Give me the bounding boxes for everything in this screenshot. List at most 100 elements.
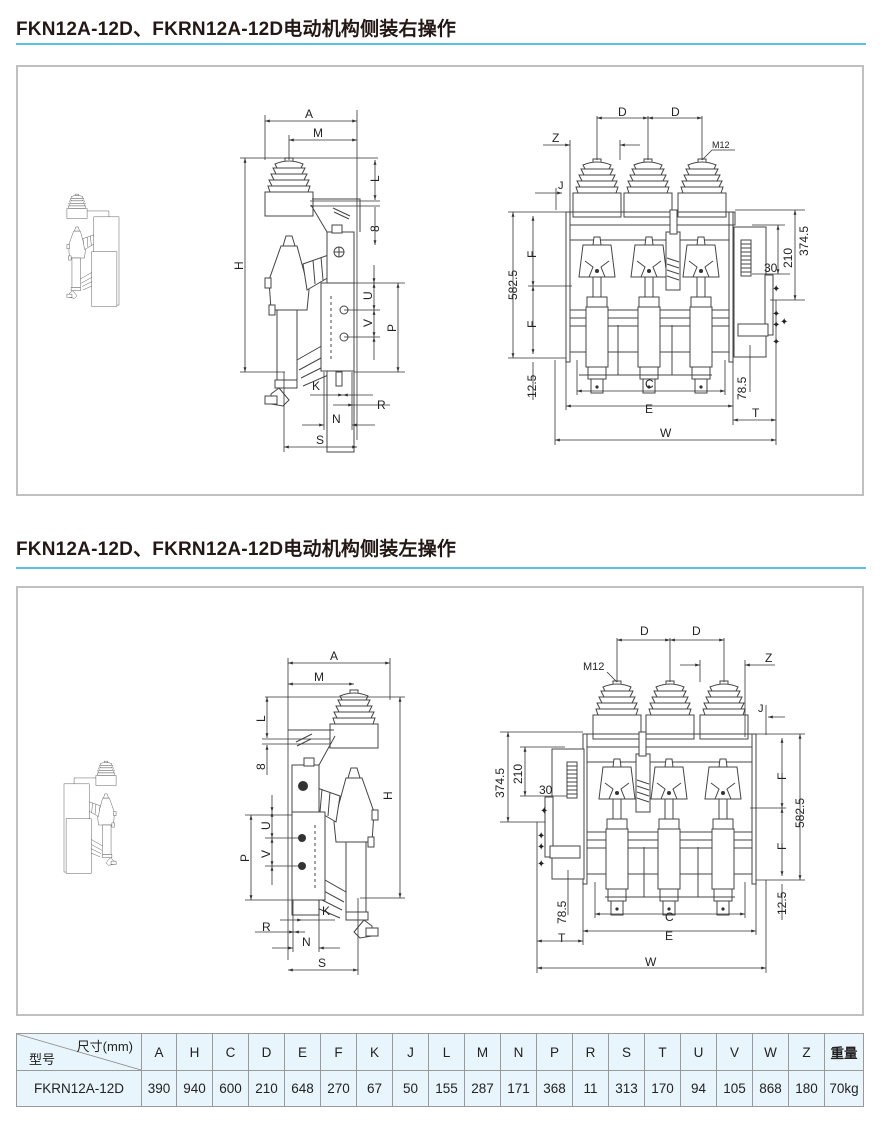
front-view-right: ✦✦✦✦✦ D D Z M12 J 582.5 F F 12.5 374. (506, 105, 811, 445)
value-cell: 155 (428, 1070, 465, 1107)
dimension-label: V (259, 850, 273, 858)
dimension-label: M (313, 126, 323, 140)
svg-text:✦: ✦ (537, 859, 545, 870)
dimension-label: T (752, 406, 760, 420)
column-header: T (644, 1033, 681, 1071)
side-view-left: A M H L 8 U V P K R N (238, 649, 405, 975)
dimension-label: 374.5 (493, 768, 507, 798)
dimension-label: L (254, 715, 268, 722)
table-corner-cell: 尺寸(mm) 型号 (16, 1033, 142, 1071)
column-header: W (752, 1033, 789, 1071)
column-header: K (356, 1033, 393, 1071)
dimension-label: A (330, 649, 338, 663)
dimension-label: F (525, 321, 539, 328)
dimension-label: R (262, 920, 271, 934)
value-cell: 50 (392, 1070, 429, 1107)
dimension-label: E (645, 402, 653, 416)
dimension-label: 12.5 (525, 374, 539, 398)
column-header: S (608, 1033, 645, 1071)
dimension-label: D (618, 105, 627, 119)
value-cell: 390 (141, 1070, 177, 1107)
dimension-label: M12 (712, 140, 730, 150)
column-header: M (464, 1033, 501, 1071)
dimension-label: C (645, 377, 654, 391)
dimension-label: E (665, 929, 673, 943)
dimension-label: D (692, 624, 701, 638)
dimension-label: P (238, 854, 252, 862)
model-label: 型号 (29, 1052, 56, 1067)
column-header: D (248, 1033, 285, 1071)
section-divider (16, 43, 866, 45)
column-header-weight: 重量 (824, 1033, 864, 1071)
dimension-label: N (302, 935, 311, 949)
svg-text:✦: ✦ (537, 842, 545, 853)
dimension-label: S (316, 433, 324, 447)
value-cell: 940 (176, 1070, 213, 1107)
value-cell: 270 (320, 1070, 357, 1107)
weight-cell: 70kg (824, 1070, 864, 1107)
dimension-label: J (558, 180, 564, 192)
dimension-label: D (640, 624, 649, 638)
svg-text:✦: ✦ (537, 831, 545, 842)
dimension-label: F (775, 843, 789, 850)
dimension-label: Z (552, 131, 559, 145)
dimension-label: 30 (764, 261, 778, 275)
dimension-label: D (671, 105, 680, 119)
value-cell: 600 (212, 1070, 249, 1107)
dimension-label: M (314, 670, 324, 684)
dimension-label: 582.5 (793, 798, 807, 828)
section-divider (16, 567, 866, 569)
dimension-label: V (361, 319, 375, 327)
value-cell: 94 (680, 1070, 717, 1107)
value-cell: 11 (572, 1070, 609, 1107)
dimension-label: 210 (781, 248, 795, 268)
section-title-left: FKN12A-12D、FKRN12A-12D电动机构侧装左操作 (16, 539, 457, 560)
dimension-label: W (660, 426, 672, 440)
column-header: Z (788, 1033, 825, 1071)
column-header: R (572, 1033, 609, 1071)
table-header-row: 尺寸(mm) 型号 A H C D E F K J L M N P R S T … (16, 1033, 864, 1071)
dimension-label: T (558, 931, 566, 945)
dimension-label: 8 (368, 225, 382, 232)
column-header: E (284, 1033, 321, 1071)
value-cell: 105 (716, 1070, 753, 1107)
dimension-label: 78.5 (555, 900, 569, 924)
dimension-label: U (259, 821, 273, 830)
dimension-label: S (318, 956, 326, 970)
dimension-label: U (361, 291, 375, 300)
front-view-left: ✦✦✦✦ D D Z M12 J 582.5 F F 12.5 374.5 (493, 624, 807, 973)
column-header: P (536, 1033, 573, 1071)
column-header: U (680, 1033, 717, 1071)
column-header: J (392, 1033, 429, 1071)
dimension-label: Z (765, 651, 772, 665)
value-cell: 648 (284, 1070, 321, 1107)
svg-text:✦: ✦ (772, 284, 780, 295)
dimension-label: K (322, 904, 330, 918)
dimension-label: 78.5 (735, 376, 749, 400)
dimension-label: N (332, 412, 341, 426)
dimension-label: 8 (254, 763, 268, 770)
svg-text:✦: ✦ (780, 317, 788, 328)
column-header: C (212, 1033, 249, 1071)
value-cell: 170 (644, 1070, 681, 1107)
dimension-label: 374.5 (797, 226, 811, 256)
dimension-label: 210 (511, 764, 525, 784)
column-header: F (320, 1033, 357, 1071)
dimension-label: H (381, 791, 395, 800)
dimension-label: C (665, 910, 674, 924)
dimension-label: 582.5 (506, 270, 520, 300)
table-row: FKRN12A-12D 390 940 600 210 648 270 67 5… (16, 1070, 864, 1107)
dimension-label: F (525, 251, 539, 258)
value-cell: 368 (536, 1070, 573, 1107)
column-header: N (500, 1033, 537, 1071)
dimension-label: A (305, 107, 313, 121)
dimension-label: P (385, 324, 399, 332)
svg-text:✦: ✦ (540, 806, 548, 817)
value-cell: 210 (248, 1070, 285, 1107)
dimension-label: 30 (539, 783, 553, 797)
side-view-right: A M H L 8 U V P K R N (232, 107, 405, 453)
value-cell: 313 (608, 1070, 645, 1107)
column-header: L (428, 1033, 465, 1071)
value-cell: 287 (464, 1070, 501, 1107)
